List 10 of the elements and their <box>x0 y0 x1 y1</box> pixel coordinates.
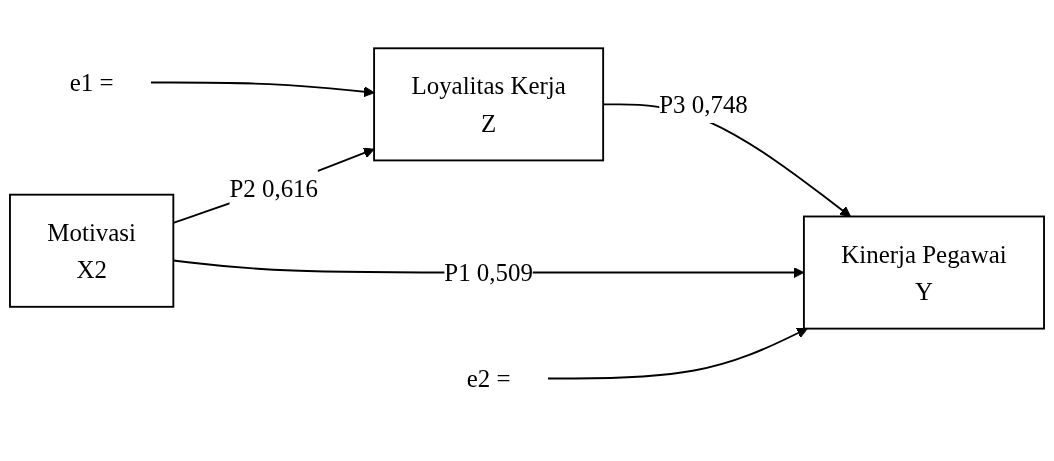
node-text: e2 = <box>466 364 511 393</box>
node-text: e1 = <box>69 68 114 97</box>
arrow <box>546 327 808 380</box>
node-box: Loyalitas Kerja Z <box>373 47 605 162</box>
arrow <box>150 81 375 98</box>
edge-label: P2 0,616 <box>229 174 319 203</box>
node-box: Kinerja Pegawai Y <box>802 215 1045 330</box>
edge-label: P1 0,509 <box>444 258 533 287</box>
edge-label: P3 0,748 <box>659 90 748 119</box>
node-box: Motivasi X2 <box>9 193 175 308</box>
